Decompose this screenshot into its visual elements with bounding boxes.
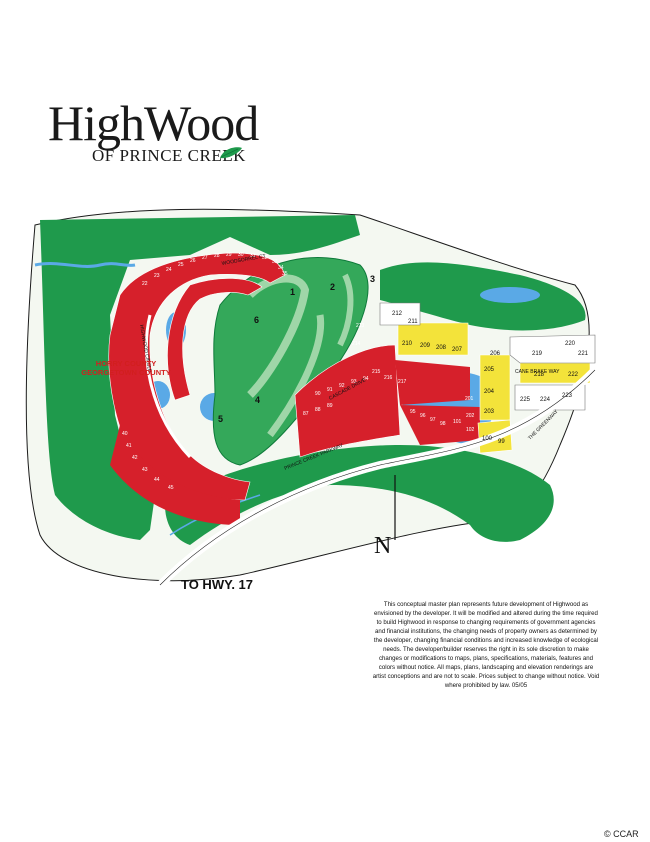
lot-215: 215 — [372, 369, 381, 375]
lot-211: 211 — [408, 319, 418, 325]
lot-97: 97 — [430, 417, 436, 423]
hole-5-label: 5 — [218, 414, 223, 424]
lot-ring-inner — [167, 278, 263, 401]
lot-208: 208 — [436, 345, 447, 351]
lot-band-yellow-north — [397, 322, 469, 356]
disclaimer-text: This conceptual master plan represents f… — [372, 601, 600, 690]
lot-212: 212 — [392, 311, 403, 317]
lot-25: 25 — [178, 262, 184, 268]
creek — [34, 262, 136, 268]
lot-216: 216 — [384, 375, 393, 381]
lot-96: 96 — [420, 413, 426, 419]
lot-band-south — [110, 425, 240, 525]
hole-6-label: 6 — [254, 315, 259, 325]
road-cane-brake-way: CANE BRAKE WAY — [515, 369, 560, 375]
lot-23: 23 — [154, 273, 160, 279]
lot-95: 95 — [410, 409, 416, 415]
ccar-watermark: © CCAR — [604, 829, 639, 839]
lot-35: 35 — [282, 271, 288, 277]
lot-41: 41 — [126, 443, 132, 449]
lot-45: 45 — [168, 485, 174, 491]
lot-band-southeast — [400, 405, 480, 445]
lot-31: 31 — [250, 253, 256, 259]
lot-32: 32 — [262, 255, 268, 261]
lot-29: 29 — [226, 252, 232, 258]
to-hwy-17-label: TO HWY. 17 — [181, 577, 254, 592]
lot-219: 219 — [532, 351, 543, 357]
lot-99: 99 — [498, 439, 505, 445]
lot-band-white-east — [509, 334, 596, 364]
county-horry: HORRY COUNTY — [95, 359, 157, 368]
lot-93: 93 — [351, 379, 357, 385]
lot-40: 40 — [122, 431, 128, 437]
county-georgetown: GEORGETOWN COUNTY — [81, 368, 171, 378]
highwood-circle — [144, 314, 192, 459]
county-line-label: HORRY COUNTY GEORGETOWN COUNTY — [80, 359, 172, 378]
lot-203: 203 — [484, 409, 495, 415]
leaf-icon — [220, 147, 242, 159]
lot-band-east — [395, 360, 470, 405]
lot-101: 101 — [453, 419, 462, 425]
highwood-logo: HighWood OF PRINCE CREEK — [48, 98, 288, 178]
lot-28: 28 — [214, 253, 220, 259]
lot-206: 206 — [490, 351, 501, 357]
lot-221: 221 — [578, 351, 589, 357]
lot-102: 102 — [466, 427, 475, 433]
lot-210: 210 — [402, 341, 413, 347]
fairway-2 — [267, 314, 325, 438]
lot-34: 34 — [278, 265, 284, 271]
lot-94: 94 — [363, 376, 369, 382]
lot-91: 91 — [327, 387, 333, 393]
lot-43: 43 — [142, 467, 148, 473]
lot-27: 27 — [202, 255, 208, 261]
lot-205: 205 — [484, 367, 495, 373]
logo-wordmark: HighWood — [48, 95, 259, 151]
lot-220: 220 — [565, 341, 576, 347]
prince-creek-parkway-edge — [159, 369, 596, 586]
lot-42: 42 — [132, 455, 138, 461]
lot-213: 213 — [356, 323, 365, 329]
lot-24: 24 — [166, 267, 172, 273]
lot-217: 217 — [398, 379, 407, 385]
lot-98: 98 — [440, 421, 446, 427]
lake-northeast — [480, 287, 540, 303]
lot-band-cascade — [294, 344, 401, 458]
lot-87: 87 — [303, 411, 309, 417]
lot-201: 201 — [465, 396, 474, 402]
fairway-3 — [337, 273, 354, 347]
lot-204: 204 — [484, 389, 495, 395]
master-plan-map: 210 209 208 207 205 204 203 218 222 100 … — [25, 208, 598, 588]
hole-4-label: 4 — [255, 395, 260, 405]
lot-30: 30 — [238, 252, 244, 258]
lot-33: 33 — [272, 259, 278, 265]
hole-1-label: 1 — [290, 287, 295, 297]
north-label: N — [374, 533, 391, 559]
lot-223: 223 — [562, 393, 573, 399]
lot-88: 88 — [315, 407, 321, 413]
lot-218: 218 — [534, 372, 545, 378]
lot-44: 44 — [154, 477, 160, 483]
hole-3-label: 3 — [370, 274, 375, 284]
lot-224: 224 — [540, 397, 551, 403]
lot-26: 26 — [190, 258, 196, 264]
lot-22: 22 — [142, 281, 148, 287]
lot-214: 214 — [352, 341, 361, 347]
lot-92: 92 — [339, 383, 345, 389]
hole-2-label: 2 — [330, 282, 335, 292]
lot-225: 225 — [520, 397, 531, 403]
lot-207: 207 — [452, 347, 463, 353]
lot-band-white-north — [379, 302, 421, 326]
lot-222: 222 — [568, 372, 579, 378]
forest-south — [165, 445, 554, 545]
lot-100: 100 — [482, 436, 493, 442]
lot-90: 90 — [315, 391, 321, 397]
lot-89: 89 — [327, 403, 333, 409]
lot-209: 209 — [420, 343, 431, 349]
logo-subtitle: OF PRINCE CREEK — [92, 146, 246, 165]
lot-202: 202 — [466, 413, 475, 419]
